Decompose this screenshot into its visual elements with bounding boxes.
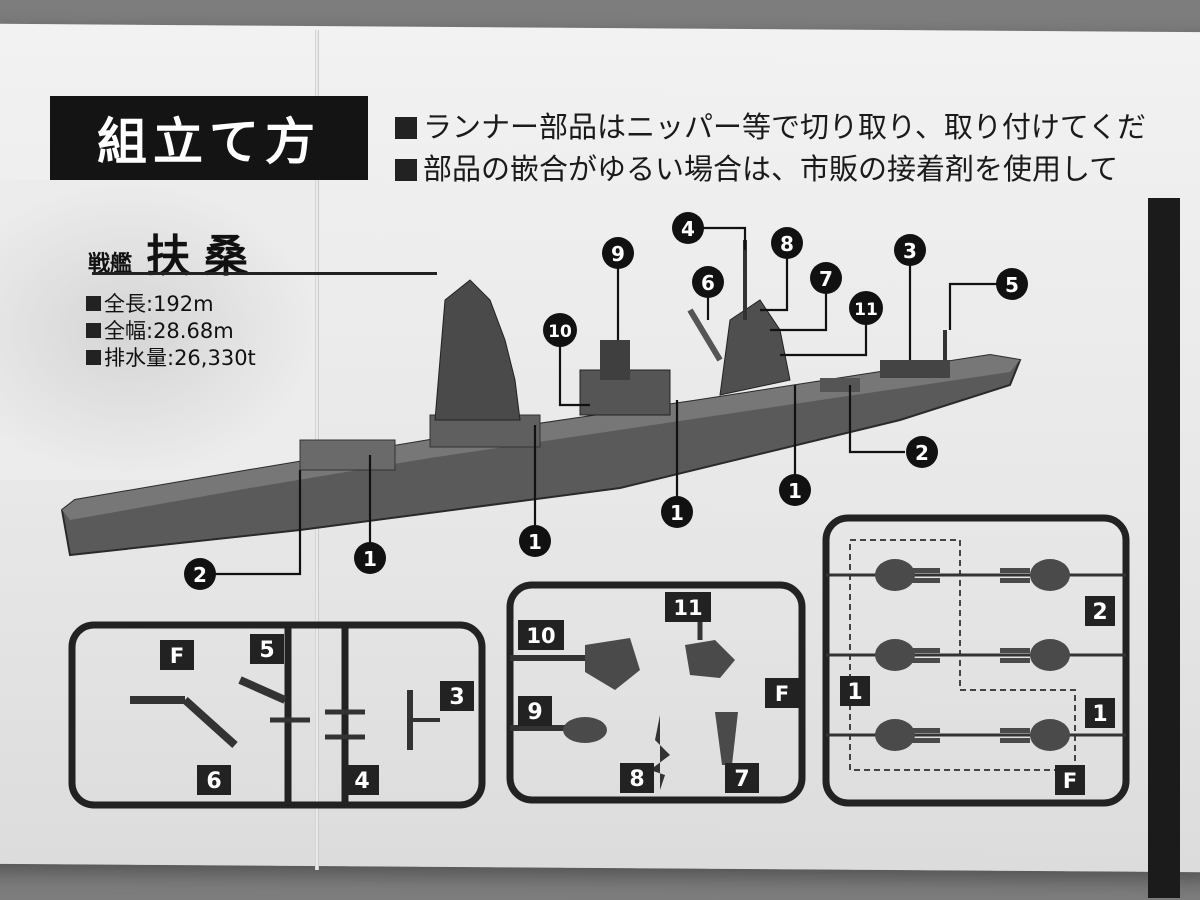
callout-2-bow: 2 bbox=[184, 558, 216, 590]
svg-text:1: 1 bbox=[363, 547, 377, 571]
callout-11: 11 bbox=[849, 291, 883, 325]
runner-left-label-3: 3 bbox=[449, 685, 464, 710]
svg-text:5: 5 bbox=[1005, 273, 1019, 297]
assembly-note-2: 部品の嵌合がゆるい場合は、市販の接着剤を使用して bbox=[395, 146, 1118, 188]
callout-leader-lines bbox=[205, 226, 1012, 576]
spec-displacement: 排水量:26,330t bbox=[86, 342, 256, 372]
callout-2-stern: 2 bbox=[906, 436, 938, 468]
callout-8: 8 bbox=[771, 227, 803, 259]
runner-left-label-4: 4 bbox=[354, 769, 369, 794]
callout-4: 4 bbox=[672, 212, 704, 244]
svg-text:3: 3 bbox=[903, 239, 917, 263]
runner-left: F 5 3 6 4 bbox=[68, 621, 486, 809]
callout-1-b: 1 bbox=[661, 496, 693, 528]
callout-7: 7 bbox=[810, 262, 842, 294]
bullet-square-icon bbox=[395, 159, 417, 181]
callout-1-d: 1 bbox=[354, 542, 386, 574]
svg-text:10: 10 bbox=[548, 322, 572, 342]
side-bar bbox=[1148, 198, 1180, 898]
bullet-square-icon bbox=[395, 117, 417, 139]
svg-text:11: 11 bbox=[854, 300, 878, 320]
runner-middle-label-10: 10 bbox=[526, 624, 555, 648]
ship-name-underline bbox=[92, 272, 437, 275]
svg-text:2: 2 bbox=[193, 563, 207, 587]
spec-text: 排水量:26,330t bbox=[104, 346, 256, 370]
callout-10: 10 bbox=[543, 313, 577, 347]
callout-3: 3 bbox=[894, 234, 926, 266]
runner-middle-label-11: 11 bbox=[673, 596, 702, 620]
battleship-illustration bbox=[60, 240, 1022, 557]
callout-6: 6 bbox=[692, 266, 724, 298]
spec-text: 全幅:28.68m bbox=[104, 319, 234, 343]
bullet-square-icon bbox=[86, 296, 101, 311]
callout-9: 9 bbox=[602, 237, 634, 269]
svg-text:4: 4 bbox=[681, 217, 695, 241]
callout-5: 5 bbox=[996, 268, 1028, 300]
runner-right-label-1-right: 1 bbox=[1092, 702, 1107, 727]
svg-text:2: 2 bbox=[915, 441, 929, 465]
svg-text:7: 7 bbox=[819, 267, 833, 291]
runner-left-label-f: F bbox=[170, 644, 184, 668]
runner-left-label-6: 6 bbox=[206, 769, 221, 794]
callout-1-a: 1 bbox=[779, 474, 811, 506]
svg-text:1: 1 bbox=[670, 501, 684, 525]
bullet-square-icon bbox=[86, 350, 101, 365]
runner-left-label-5: 5 bbox=[259, 638, 274, 663]
runner-right-label-f: F bbox=[1063, 769, 1077, 793]
spec-text: 全長:192m bbox=[104, 292, 214, 316]
svg-text:1: 1 bbox=[528, 530, 542, 554]
svg-text:9: 9 bbox=[611, 242, 625, 266]
callout-1-c: 1 bbox=[519, 525, 551, 557]
assembly-note-1: ランナー部品はニッパー等で切り取り、取り付けてくだ bbox=[395, 104, 1146, 146]
svg-text:6: 6 bbox=[701, 271, 715, 295]
runner-middle: 11 10 9 F 8 7 bbox=[506, 581, 806, 804]
note-text: ランナー部品はニッパー等で切り取り、取り付けてくだ bbox=[423, 110, 1146, 144]
runner-middle-label-f: F bbox=[775, 682, 789, 706]
spec-length: 全長:192m bbox=[86, 288, 214, 318]
runner-right-label-2: 2 bbox=[1092, 600, 1107, 625]
spec-beam: 全幅:28.68m bbox=[86, 315, 234, 345]
svg-text:8: 8 bbox=[780, 232, 794, 256]
runner-middle-label-8: 8 bbox=[629, 767, 644, 792]
note-text: 部品の嵌合がゆるい場合は、市販の接着剤を使用して bbox=[423, 152, 1119, 186]
bullet-square-icon bbox=[86, 323, 101, 338]
runner-right: 2 1 1 F bbox=[822, 514, 1130, 807]
page-title: 組立て方 bbox=[50, 96, 368, 180]
callout-circles: 4 8 7 6 9 10 11 3 5 2 1 1 1 1 2 bbox=[184, 212, 1028, 590]
runner-middle-label-9: 9 bbox=[527, 700, 542, 725]
runner-middle-label-7: 7 bbox=[734, 767, 749, 792]
runner-right-label-1-left: 1 bbox=[847, 680, 862, 705]
svg-text:1: 1 bbox=[788, 479, 802, 503]
sea-background bbox=[0, 180, 320, 480]
turret-parts bbox=[875, 559, 1070, 751]
